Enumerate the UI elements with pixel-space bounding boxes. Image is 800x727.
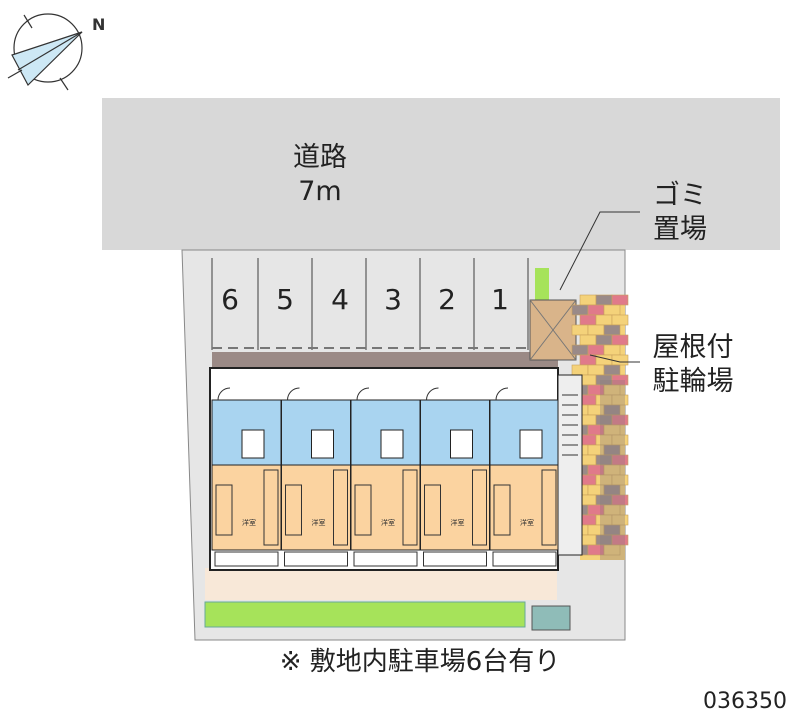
brick (587, 344, 605, 356)
brick (611, 314, 629, 326)
north-arrow-icon (7, 13, 83, 91)
brick (595, 294, 613, 306)
brick (579, 334, 597, 346)
brick (603, 304, 621, 316)
meter-box (531, 605, 571, 631)
bicycle-label-line1: 屋根付 (652, 332, 734, 363)
apartment-unit: 洋室 (420, 387, 490, 567)
brick (571, 304, 589, 316)
brick (579, 294, 597, 306)
brick (587, 364, 605, 376)
road-width: 7m (298, 176, 342, 207)
bicycle-leader-line (589, 354, 640, 363)
apartment-unit: 洋室 (350, 387, 421, 567)
eave-shadow (212, 352, 558, 368)
ground (205, 568, 557, 600)
north-label: N (92, 15, 105, 34)
brick (579, 354, 597, 366)
brick (611, 334, 629, 346)
stairs (557, 374, 583, 556)
brick (571, 344, 589, 356)
bicycle-label-line2: 駐輪場 (652, 366, 734, 397)
parking-stall-5: 5 (276, 283, 294, 316)
parking-stall-3: 3 (384, 283, 402, 316)
brick (611, 354, 629, 366)
brick (603, 364, 621, 376)
garbage-leader-line (559, 211, 640, 291)
room-label: 洋室 (451, 518, 465, 527)
brick (603, 324, 621, 336)
brick (571, 364, 589, 376)
apartment-unit: 洋室 (281, 387, 351, 567)
brick (579, 314, 597, 326)
parking-stall-2: 2 (438, 283, 456, 316)
garbage-label-line2: 置場 (653, 214, 707, 245)
room-label: 洋室 (312, 518, 326, 527)
brick (571, 324, 589, 336)
apartment-unit: 洋室 (211, 387, 282, 567)
brick (595, 314, 613, 326)
parking-caption: ※ 敷地内駐車場6台有り (279, 647, 561, 677)
parking-stall-6: 6 (221, 283, 239, 316)
road (102, 98, 780, 250)
brick (611, 294, 629, 306)
brick (595, 334, 613, 346)
planting (535, 268, 549, 300)
parking-stall-1: 1 (491, 283, 509, 316)
listing-code: 036350 (703, 689, 787, 714)
brick (603, 344, 621, 356)
garbage-label-line1: ゴミ (653, 180, 707, 211)
brick (587, 324, 605, 336)
brick (603, 544, 621, 556)
road-name: 道路 (293, 142, 347, 173)
apartment-unit: 洋室 (489, 387, 560, 567)
room-label: 洋室 (381, 518, 395, 527)
room-label: 洋室 (520, 518, 534, 527)
brick (587, 304, 605, 316)
room-label: 洋室 (242, 518, 256, 527)
parking-stall-4: 4 (331, 283, 349, 316)
hedge (204, 601, 526, 628)
